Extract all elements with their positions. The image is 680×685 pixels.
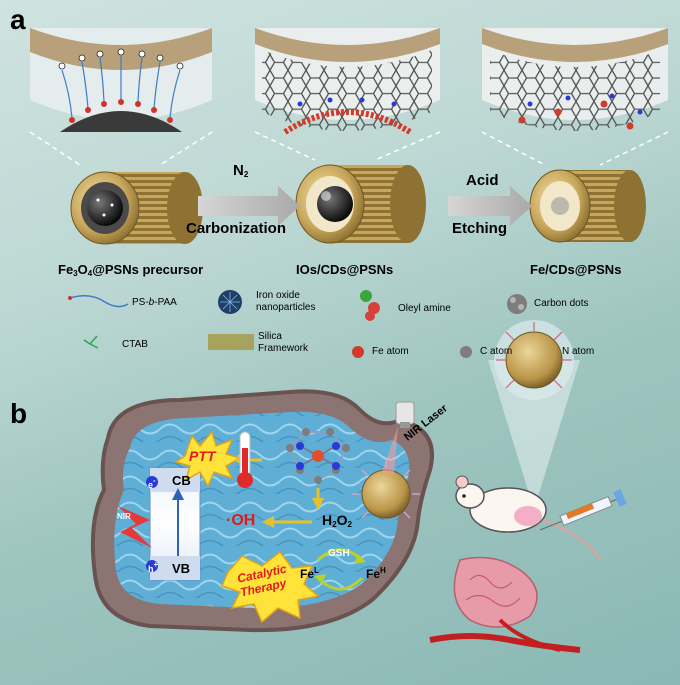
fe-n4-complex: [286, 428, 350, 484]
band-diagram: [118, 467, 201, 581]
ps-paa-p1: PS-: [132, 297, 149, 308]
legend-silica: Silica Framework: [258, 331, 308, 355]
syringe-icon: [539, 489, 627, 531]
tumor-tissue: [429, 556, 581, 653]
fe-low-label: FeL: [300, 566, 319, 581]
step-gas-label: N2: [233, 162, 248, 179]
cap-p2: O: [77, 262, 88, 277]
catalytic-burst: [220, 550, 320, 624]
arrow-carbonization: [198, 186, 300, 226]
fe-l-main: Fe: [300, 567, 315, 581]
caption-precursor: Fe3O4@PSNs precursor: [58, 262, 203, 278]
fe-h-sup: H: [380, 566, 386, 575]
step-etching-label: Etching: [452, 220, 507, 237]
step-carbonization-label: Carbonization: [186, 220, 286, 237]
legend-carbon-dots: Carbon dots: [534, 298, 589, 309]
ptt-label: PTT: [189, 448, 216, 464]
laser-device: [395, 401, 415, 428]
zoom-panel-intermediate: [255, 28, 440, 135]
cylinder-precursor: [70, 171, 203, 245]
fe-h-main: Fe: [366, 567, 381, 581]
ptt-burst: [174, 430, 242, 488]
fe-high-label: FeH: [366, 566, 386, 581]
ps-paa-p3: -PAA: [154, 297, 177, 308]
fe-l-sup: L: [314, 566, 319, 575]
legend-ps-paa: PS-b-PAA: [132, 297, 177, 308]
h-sup: +: [153, 560, 159, 569]
gas-main: N: [233, 162, 244, 179]
legend-iron-oxide: Iron oxide nanoparticles: [256, 290, 315, 314]
laser-beam: [382, 426, 398, 474]
cap-s1: 3: [73, 269, 78, 278]
panel-label-a: a: [10, 4, 26, 35]
h-main: h: [148, 564, 154, 574]
caption-intermediate: IOs/CDs@PSNs: [296, 262, 394, 277]
oh-main: OH: [231, 512, 256, 529]
cap-s2: 4: [87, 269, 93, 278]
iron-oxide-line2: nanoparticles: [256, 302, 316, 313]
cb-label: CB: [172, 473, 191, 488]
cylinder-final: [529, 169, 646, 243]
zoom-panel-final: [482, 28, 668, 131]
legend-c-atom: C atom: [480, 346, 513, 357]
oh-dot: ·: [226, 512, 232, 529]
gsh-label: GSH: [328, 548, 350, 559]
legend-fe-atom: Fe atom: [372, 346, 409, 357]
nanosphere-in-cell: [352, 460, 420, 519]
e-main: e: [148, 480, 154, 490]
hole-label: h+: [148, 560, 158, 574]
h2o2-p1: H: [322, 512, 333, 528]
thermometer-icon: [237, 431, 253, 488]
ps-paa-p2: b: [148, 297, 155, 308]
legend-icons: [68, 290, 554, 358]
silica-line2: Framework: [258, 343, 309, 354]
silica-line1: Silica: [258, 331, 282, 342]
vb-label: VB: [172, 561, 191, 576]
cylinder-intermediate: [295, 164, 426, 244]
arrow-etching: [448, 186, 532, 226]
cap-p3: @PSNs precursor: [92, 262, 204, 277]
nir-label: NIR: [117, 512, 131, 521]
legend-n-atom: N atom: [562, 346, 595, 357]
legend-ctab: CTAB: [122, 339, 148, 350]
h2o2-s1: 2: [332, 520, 337, 529]
legend-oleyl-amine: Oleyl amine: [398, 303, 451, 314]
electron-label: e-: [148, 476, 156, 490]
cap-p1: Fe: [58, 262, 74, 277]
hydroxyl-radical-label: ·OH: [226, 512, 255, 530]
h2o2-s2: 2: [347, 520, 352, 529]
callout-lines: [29, 131, 669, 166]
mouse-icon: [455, 475, 602, 561]
zoom-cone-nanosphere: [488, 320, 580, 510]
iron-oxide-line1: Iron oxide: [256, 290, 300, 301]
h2o2-label: H2O2: [322, 512, 352, 529]
step-acid-label: Acid: [466, 172, 499, 189]
panel-label-b: b: [10, 398, 28, 429]
e-sup: -: [153, 476, 156, 485]
gas-sub: 2: [243, 170, 249, 179]
caption-final: Fe/CDs@PSNs: [530, 262, 622, 277]
h2o2-p2: O: [336, 512, 348, 528]
zoom-panel-precursor: [30, 28, 212, 132]
